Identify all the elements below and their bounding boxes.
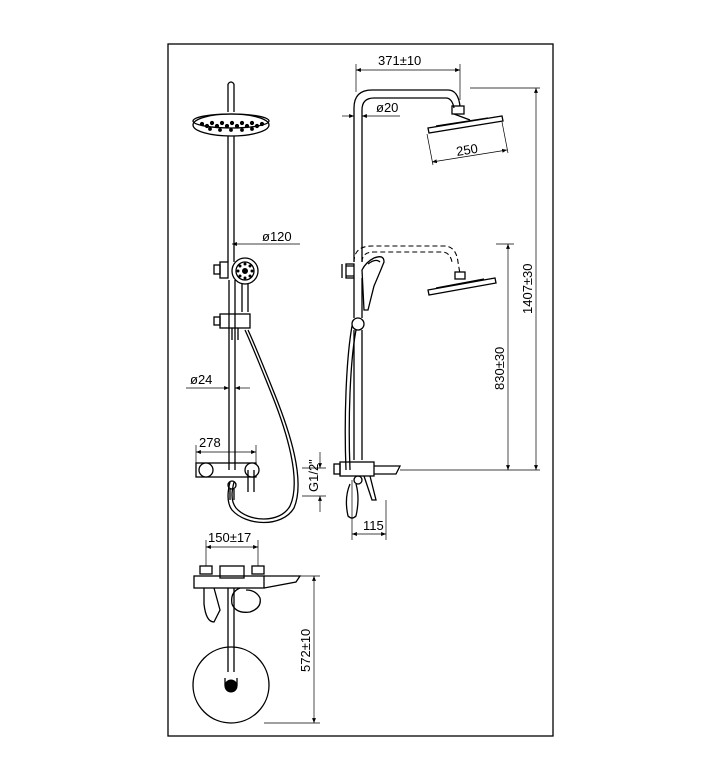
overhead-shower-head-side xyxy=(427,105,504,134)
dim-hand-shower-diameter: ø120 xyxy=(262,229,292,244)
front-view: ø120 ø24 278 G1/2" xyxy=(186,81,326,523)
spout-top xyxy=(263,575,302,589)
dim-thread-size: G1/2" xyxy=(306,459,321,492)
dim-total-height: 1407±30 xyxy=(520,263,535,314)
dim-mixer-width: 278 xyxy=(199,435,221,450)
shower-hose-side xyxy=(344,325,357,471)
dim-riser-diameter: ø24 xyxy=(190,372,212,387)
dim-outlet-height: 830±30 xyxy=(492,347,507,390)
dim-top-width: 371±10 xyxy=(378,53,421,68)
shower-hose-front xyxy=(231,329,295,520)
mixer-body-front xyxy=(195,462,260,500)
dim-wall-offset: 115 xyxy=(363,518,384,533)
overhead-arm-side xyxy=(353,89,461,262)
side-view: 371±10 250 ø20 xyxy=(333,53,540,540)
dim-inlet-spacing: 150±17 xyxy=(208,530,251,545)
overhead-shower-head-front xyxy=(192,113,270,137)
dim-mixer-to-head-height: 572±10 xyxy=(298,629,313,672)
hand-shower-head-front xyxy=(231,257,259,312)
riser-pipe-front xyxy=(227,136,236,470)
lower-arm-dashed-side xyxy=(353,245,461,275)
drawing-frame xyxy=(167,43,554,737)
top-view: 150±17 572±10 xyxy=(192,530,320,724)
hand-shower-side xyxy=(361,256,385,311)
dim-head-diameter: 250 xyxy=(455,141,479,159)
mixer-body-side xyxy=(333,461,402,519)
dim-pipe-diameter: ø20 xyxy=(376,100,398,115)
lower-shower-head-side xyxy=(427,271,497,296)
overhead-shower-head-top xyxy=(192,646,270,724)
